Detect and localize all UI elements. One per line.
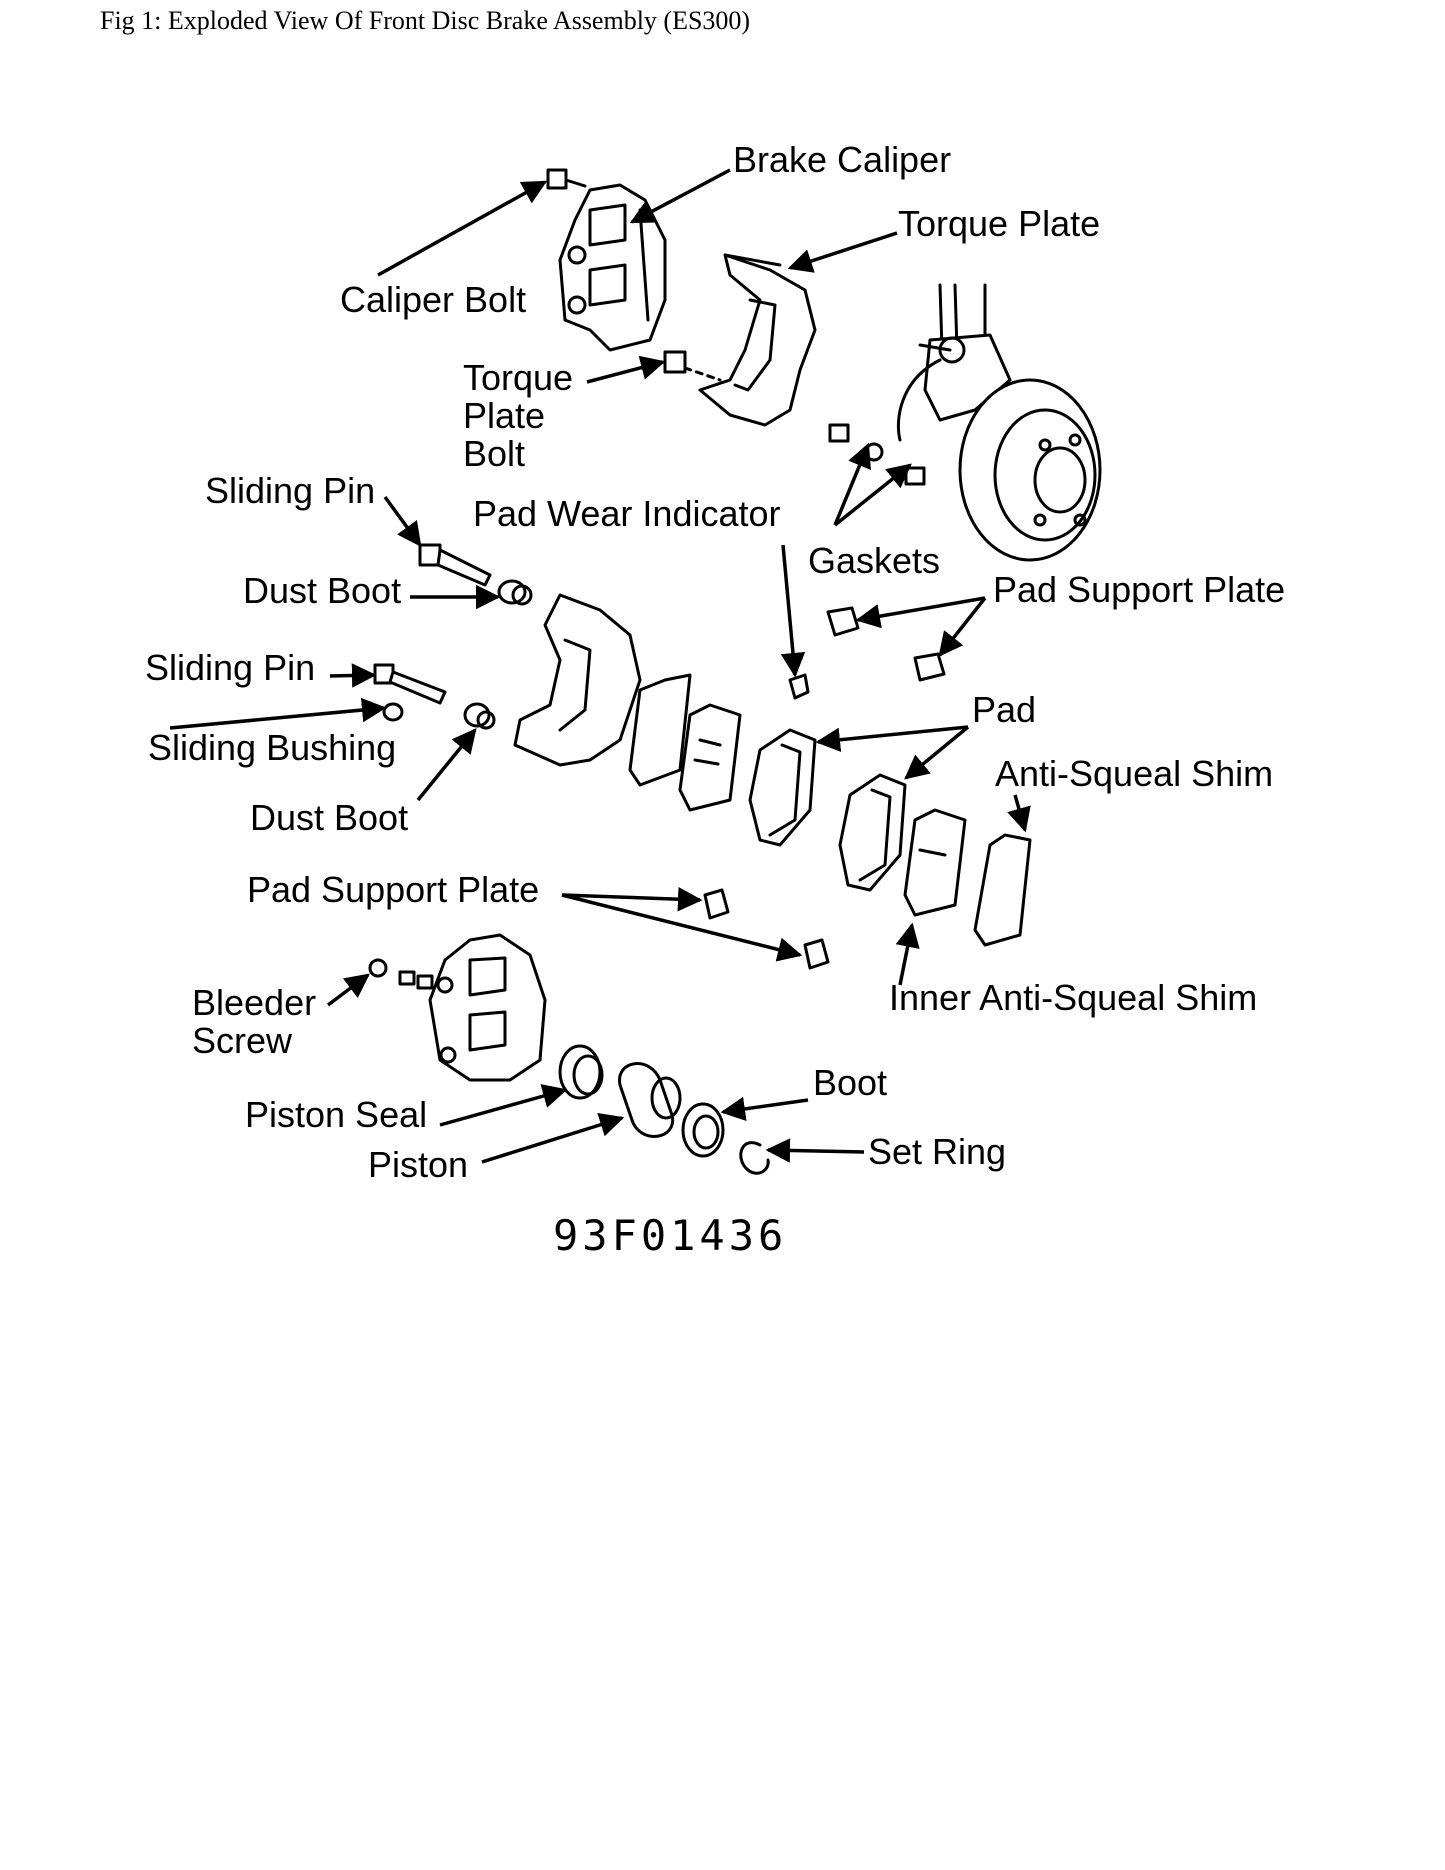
labels: Brake Caliper Torque Plate Caliper Bolt … — [145, 139, 1285, 1260]
pad-right-part — [838, 773, 907, 892]
piston-part — [618, 1062, 682, 1138]
caliper-bolt-part — [546, 168, 587, 190]
pad-support-plate-right-parts — [826, 606, 946, 682]
inner-shim-left-part — [678, 703, 742, 812]
label-torque-plate-bolt-line1: Torque — [463, 357, 573, 398]
torque-plate-bolt-part — [663, 350, 722, 382]
label-sliding-pin-mid: Sliding Pin — [145, 647, 315, 688]
figure-caption: Fig 1: Exploded View Of Front Disc Brake… — [100, 6, 751, 35]
inner-shim-right-part — [903, 808, 967, 917]
boot-part — [681, 1102, 725, 1158]
pad-left-part — [748, 728, 817, 847]
torque-plate-part — [698, 253, 817, 427]
bleeder-screw-part — [368, 958, 434, 990]
label-boot: Boot — [813, 1062, 887, 1103]
sliding-pin-mid-part — [373, 663, 447, 705]
label-torque-plate-bolt-line3: Bolt — [463, 433, 525, 474]
figure-code: 93F01436 — [553, 1211, 787, 1260]
label-dust-boot-top: Dust Boot — [243, 570, 401, 611]
pad-support-plate-left-parts — [703, 888, 830, 970]
label-pad-support-plate-right: Pad Support Plate — [993, 569, 1285, 610]
set-ring-part — [739, 1141, 770, 1175]
label-pad-wear-indicator: Pad Wear Indicator — [473, 493, 781, 534]
pad-wear-indicator-part — [788, 673, 810, 700]
label-piston-seal: Piston Seal — [245, 1094, 427, 1135]
anti-squeal-shim-left-part — [628, 673, 692, 787]
label-bleeder-screw-line2: Screw — [192, 1020, 293, 1061]
leader-lines — [169, 168, 1031, 1164]
brake-caliper-part — [558, 183, 667, 352]
label-torque-plate: Torque Plate — [898, 203, 1100, 244]
label-sliding-pin-top: Sliding Pin — [205, 470, 375, 511]
label-sliding-bushing: Sliding Bushing — [148, 727, 396, 768]
label-gaskets: Gaskets — [808, 540, 940, 581]
label-inner-anti-squeal-shim: Inner Anti-Squeal Shim — [889, 977, 1257, 1018]
label-caliper-bolt: Caliper Bolt — [340, 279, 526, 320]
sliding-bushing-part — [382, 702, 404, 722]
label-pad-support-plate-left: Pad Support Plate — [247, 869, 539, 910]
parts — [368, 168, 1102, 1175]
dust-boot-bottom-part — [463, 702, 496, 730]
dust-boot-top-part — [497, 579, 533, 606]
brake-caliper-bottom-part — [428, 933, 547, 1082]
label-brake-caliper: Brake Caliper — [733, 139, 951, 180]
hub-knuckle-part — [896, 283, 1102, 562]
torque-plate-mid-part — [513, 593, 642, 767]
piston-seal-part — [558, 1044, 604, 1100]
label-dust-boot-bottom: Dust Boot — [250, 797, 408, 838]
gasket-parts — [828, 423, 926, 486]
label-set-ring: Set Ring — [868, 1131, 1006, 1172]
anti-squeal-shim-right-part — [973, 833, 1032, 947]
label-piston: Piston — [368, 1144, 468, 1185]
sliding-pin-top-part — [418, 543, 492, 587]
label-bleeder-screw-line1: Bleeder — [192, 982, 316, 1023]
label-anti-squeal-shim: Anti-Squeal Shim — [995, 753, 1273, 794]
label-pad: Pad — [972, 689, 1036, 730]
label-torque-plate-bolt-line2: Plate — [463, 395, 545, 436]
